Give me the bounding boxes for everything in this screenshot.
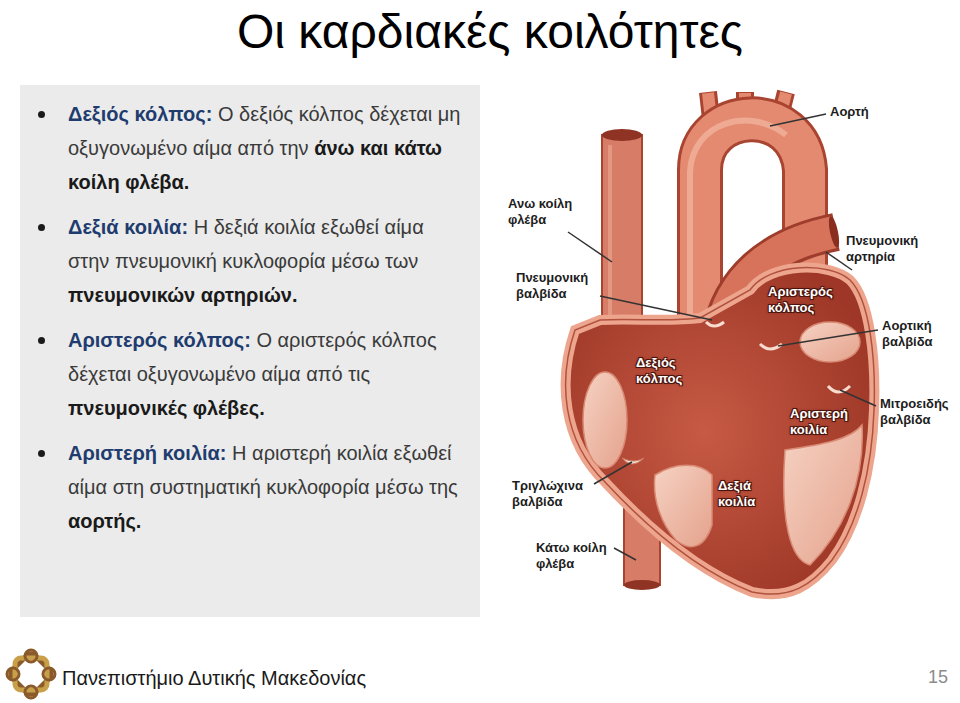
term-heading: Αριστερός κόλπος: bbox=[68, 329, 251, 351]
vein-highlight bbox=[608, 145, 612, 320]
leader-line bbox=[614, 548, 636, 560]
university-logo bbox=[7, 650, 55, 698]
chamber-label: Αριστερή κοιλία bbox=[790, 406, 860, 438]
slide-title: Οι καρδιακές κοιλότητες bbox=[20, 4, 960, 60]
heart-wall bbox=[566, 268, 875, 595]
part-label: Πνευμονική βαλβίδα bbox=[516, 270, 600, 302]
heart-outline bbox=[566, 268, 875, 595]
right-atrium-cavity bbox=[583, 372, 627, 468]
part-label: Ανω κοίλη φλέβα bbox=[508, 196, 588, 228]
leader-line bbox=[568, 232, 612, 262]
vein-tube bbox=[602, 135, 642, 335]
term-heading: Δεξιά κοιλία: bbox=[68, 216, 188, 238]
bullet-text: Αριστερός κόλπος: Ο αριστερός κόλπος δέχ… bbox=[68, 323, 466, 425]
artery-opening bbox=[827, 216, 841, 249]
leader-line bbox=[594, 462, 632, 484]
university-name: Πανεπιστήμιο Δυτικής Μακεδονίας bbox=[62, 666, 366, 690]
part-label: Πνευμονική αρτηρία bbox=[846, 233, 941, 265]
left-atrium-cavity bbox=[800, 322, 860, 362]
term-heading: Δεξιός κόλπος: bbox=[68, 103, 212, 125]
mitral-valve bbox=[828, 386, 850, 392]
tricuspid-valve bbox=[622, 458, 644, 464]
logo-loop bbox=[7, 668, 19, 680]
leader-line bbox=[840, 390, 876, 406]
page-number: 15 bbox=[928, 666, 948, 688]
text-panel: Δεξιός κόλπος: Ο δεξιός κόλπος δέχεται μ… bbox=[20, 85, 480, 617]
vein-opening bbox=[624, 580, 660, 590]
left-ventricle-cavity bbox=[784, 425, 863, 565]
chamber-label: Δεξιά κοιλία bbox=[718, 478, 773, 510]
chamber-label: Δεξιός κόλπος bbox=[636, 355, 696, 387]
pulmonary-valve bbox=[706, 322, 724, 326]
right-ventricle-cavity bbox=[654, 465, 712, 546]
part-label: Τριγλώχινα βαλβίδα bbox=[512, 478, 596, 510]
bullet-text: Αριστερή κοιλία: Η αριστερή κοιλία εξωθε… bbox=[68, 436, 466, 538]
part-label: Κάτω κοίλη φλέβα bbox=[536, 540, 620, 572]
leader-lines bbox=[568, 114, 878, 560]
vein-opening bbox=[602, 129, 642, 141]
leader-line bbox=[600, 296, 712, 320]
chamber-label: Αριστερός κόλπος bbox=[768, 284, 858, 316]
leader-line bbox=[778, 330, 878, 346]
logo-knot bbox=[8, 651, 53, 696]
part-label: Μιτροειδής βαλβίδα bbox=[880, 396, 960, 428]
part-label: Αορτή bbox=[830, 104, 890, 120]
part-label: Αορτική βαλβίδα bbox=[882, 318, 957, 350]
term-heading: Αριστερή κοιλία: bbox=[68, 442, 227, 464]
term-keyword: πνευμονικών αρτηριών. bbox=[68, 284, 298, 306]
logo-loop bbox=[25, 650, 37, 662]
term-keyword: πνευμονικές φλέβες. bbox=[68, 397, 265, 419]
bullet-text: Δεξιά κοιλία: Η δεξιά κοιλία εξωθεί αίμα… bbox=[68, 210, 466, 312]
leader-line bbox=[770, 114, 826, 126]
bullet-text: Δεξιός κόλπος: Ο δεξιός κόλπος δέχεται μ… bbox=[68, 97, 466, 199]
term-keyword: αορτής. bbox=[68, 510, 141, 532]
logo-loop bbox=[43, 668, 55, 680]
logo-loop bbox=[25, 686, 37, 698]
